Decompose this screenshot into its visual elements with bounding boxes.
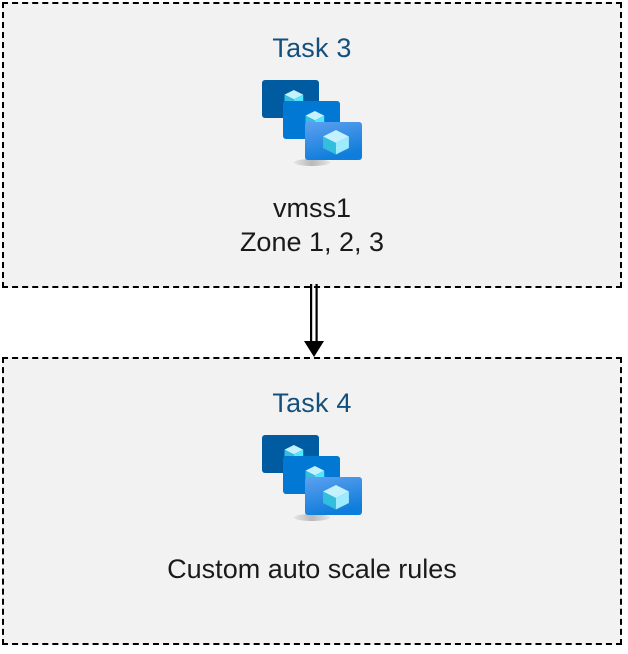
task-title: Task 4 bbox=[272, 388, 352, 418]
task-caption-wrapper: vmss1 Zone 1, 2, 3 bbox=[240, 191, 384, 259]
task-caption-line-2: Zone 1, 2, 3 bbox=[239, 227, 385, 257]
vmss-icon-wrapper bbox=[261, 434, 363, 524]
azure-virtual-machine-scale-set-icon bbox=[262, 80, 362, 166]
connector-arrow-task3-to-task4 bbox=[304, 284, 324, 357]
task-title: Task 3 bbox=[272, 33, 352, 63]
task-box-task4: Task 4 bbox=[2, 357, 622, 645]
task-caption-line-1: vmss1 bbox=[272, 193, 351, 223]
task-caption-line-1: Custom auto scale rules bbox=[167, 554, 457, 584]
arrowhead-icon bbox=[304, 341, 324, 357]
vmss-icon-wrapper bbox=[261, 79, 363, 169]
task-box-task3: Task 3 bbox=[2, 2, 622, 288]
connector-line-right bbox=[315, 284, 318, 344]
azure-virtual-machine-scale-set-icon bbox=[262, 435, 362, 521]
connector-line-left bbox=[310, 284, 313, 344]
task-caption-wrapper: Custom auto scale rules bbox=[167, 552, 457, 586]
